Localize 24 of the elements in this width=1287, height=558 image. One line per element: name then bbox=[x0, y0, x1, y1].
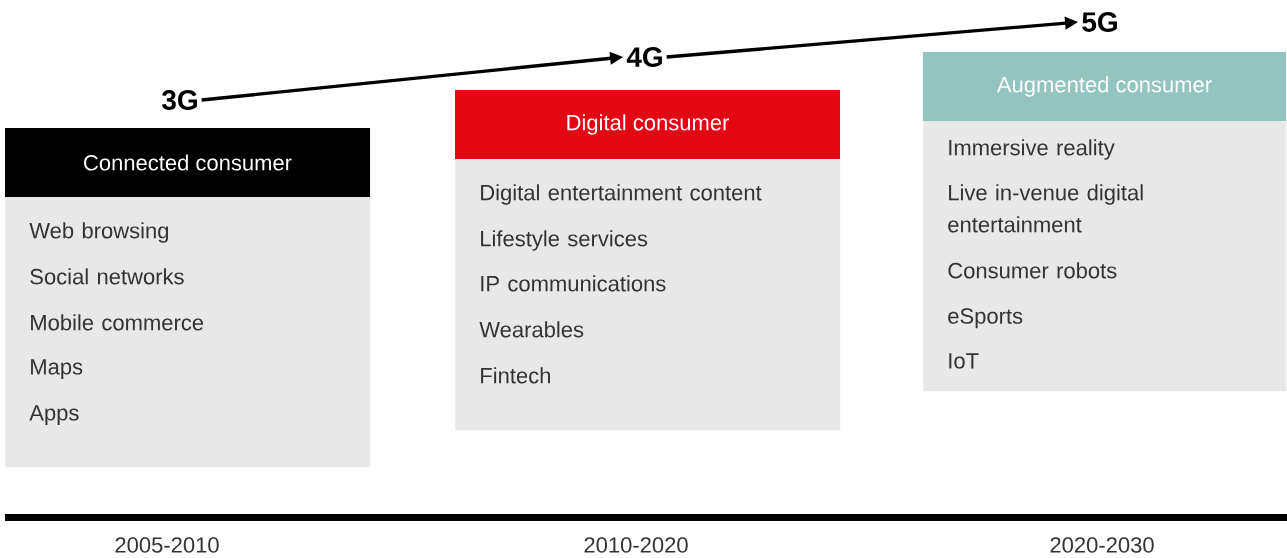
header-band: Digital consumer bbox=[455, 90, 840, 159]
generation-label: 3G bbox=[162, 90, 197, 110]
header-band: Connected consumer bbox=[5, 128, 370, 197]
header-band: Augmented consumer bbox=[923, 52, 1286, 121]
list-item: eSports bbox=[948, 308, 1023, 329]
generation-label: 4G bbox=[626, 47, 662, 67]
list-item: IP communications bbox=[481, 275, 666, 292]
list-item: Consumer robots bbox=[948, 262, 1117, 279]
list-item: IoT bbox=[949, 353, 979, 369]
list-item: Fintech bbox=[481, 367, 550, 384]
list-item: Lifestyle services bbox=[481, 230, 648, 251]
list-item: Apps bbox=[29, 405, 79, 425]
generation-label: 5G bbox=[1082, 12, 1117, 32]
year-label: 2005-2010 bbox=[115, 537, 219, 553]
list-item: Maps bbox=[31, 359, 83, 379]
list-item: Immersive reality bbox=[949, 139, 1115, 160]
list-item: Mobile commerce bbox=[31, 314, 204, 331]
list-item: Social networks bbox=[30, 268, 184, 285]
year-label: 2020-2030 bbox=[1050, 537, 1154, 553]
list-item: Web browsing bbox=[29, 222, 169, 243]
year-label: 2010-2020 bbox=[584, 537, 688, 553]
list-item: Live in-venue digital entertainment bbox=[948, 184, 1143, 233]
list-item: Wearables bbox=[479, 321, 584, 338]
list-item: Digital entertainment content bbox=[481, 184, 762, 205]
